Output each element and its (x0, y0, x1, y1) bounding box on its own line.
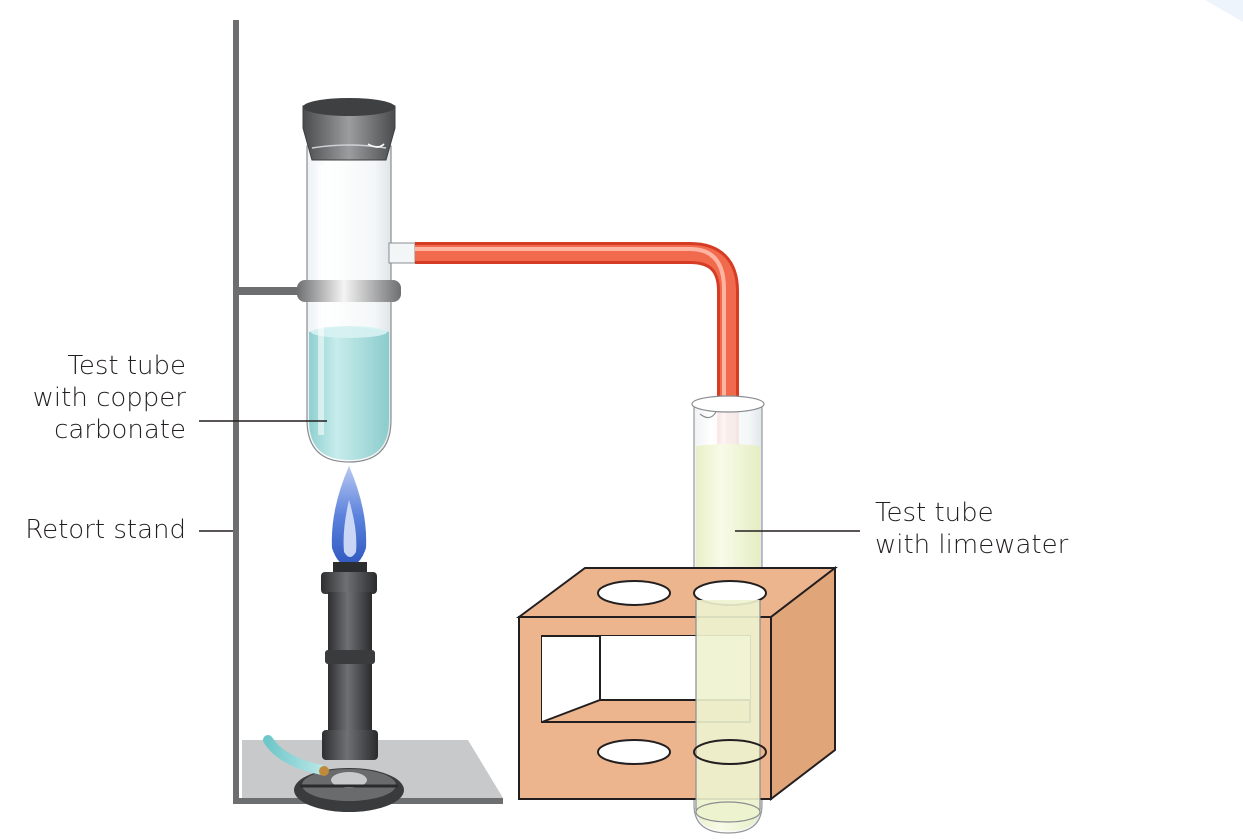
clamp-arm (239, 287, 309, 295)
label-retort-stand: Retort stand (25, 514, 186, 546)
copper-carbonate-liquid (309, 327, 389, 460)
label-test-tube-copper-carbonate: Test tube with copper carbonate (33, 350, 186, 446)
rubber-stopper-icon (302, 98, 396, 161)
label-line-1: Test tube (67, 351, 186, 381)
clamp-band (297, 280, 401, 302)
label-line-2: with limewater (875, 530, 1069, 560)
corner-decoration (1205, 0, 1243, 22)
label-line-3: carbonate (54, 415, 186, 445)
flame-icon (331, 466, 367, 566)
test-tube-copper-carbonate (297, 98, 416, 463)
delivery-tube (415, 242, 739, 520)
stand-rod (233, 20, 239, 802)
test-tube-rack (515, 565, 838, 823)
label-test-tube-limewater: Test tube with limewater (875, 497, 1068, 561)
label-line-1: Test tube (875, 498, 994, 528)
label-line-2: with copper (32, 383, 186, 413)
label-retort-stand-text: Retort stand (25, 515, 186, 545)
bunsen-burner-icon (263, 466, 404, 812)
